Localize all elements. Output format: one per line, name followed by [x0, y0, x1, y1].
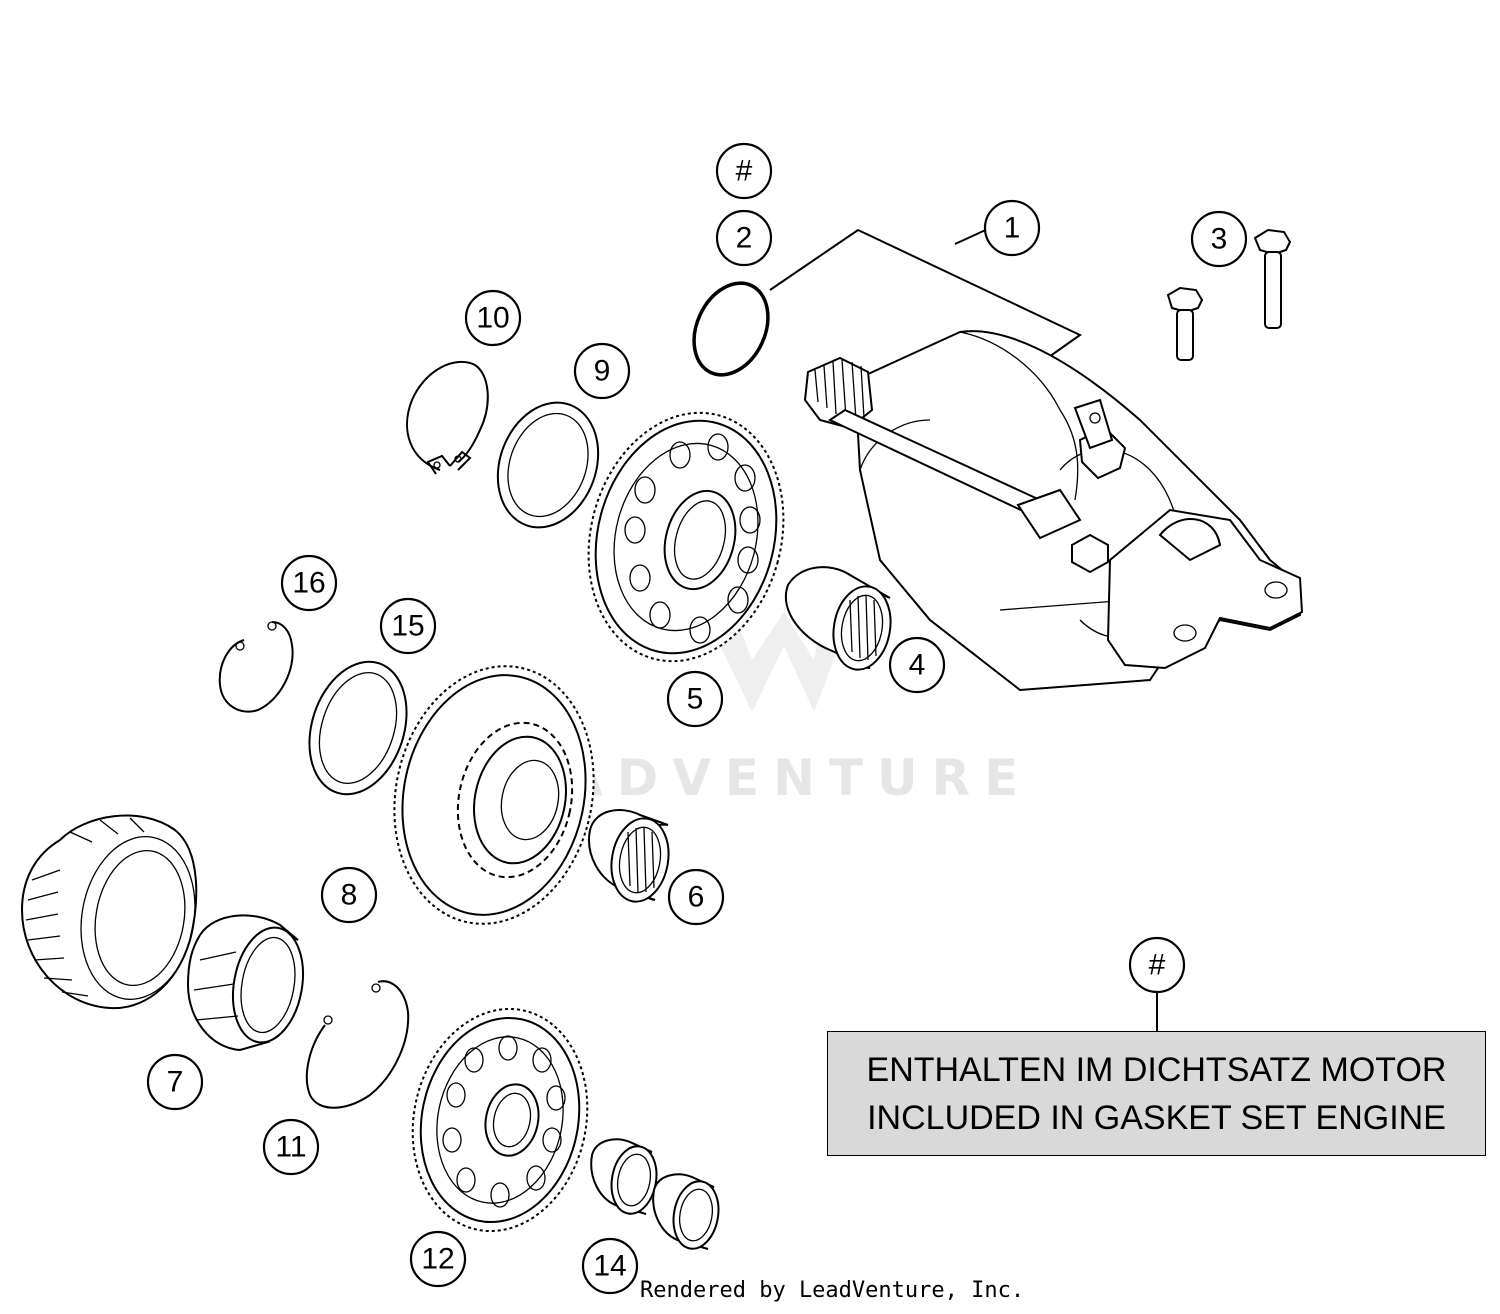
svg-text:11: 11: [275, 1131, 306, 1164]
callout-4: 4: [888, 636, 946, 694]
part-gear-5: [587, 411, 785, 663]
callout-15: 15: [379, 597, 437, 655]
callout-hash-note: #: [1128, 936, 1186, 994]
part-bolts: [1166, 228, 1292, 361]
callout-12: 12: [409, 1230, 467, 1288]
part-helical-gear: [20, 814, 198, 1010]
part-bearing-4: [785, 566, 892, 671]
part-circlip-11: [305, 980, 410, 1109]
svg-text:2: 2: [736, 222, 753, 255]
callout-9: 9: [573, 342, 631, 400]
callout-1: 1: [983, 199, 1041, 257]
svg-text:7: 7: [167, 1066, 184, 1099]
callout-8: 8: [320, 866, 378, 924]
part-starter-motor: [803, 330, 1304, 692]
svg-text:9: 9: [594, 355, 611, 388]
part-washer-15: [308, 660, 408, 796]
callout-5: 5: [666, 670, 724, 728]
callout-7: 7: [146, 1053, 204, 1111]
svg-text:10: 10: [476, 302, 509, 335]
svg-text:12: 12: [421, 1243, 454, 1276]
svg-text:16: 16: [292, 567, 325, 600]
part-o-ring: [692, 281, 770, 377]
part-gear-8: [393, 665, 595, 925]
svg-text:#: #: [736, 155, 753, 188]
render-credit: Rendered by LeadVenture, Inc.: [640, 1278, 1025, 1303]
part-circlip-16: [218, 621, 294, 713]
gasket-set-note: ENTHALTEN IM DICHTSATZ MOTOR INCLUDED IN…: [827, 1031, 1486, 1156]
callout-6: 6: [667, 868, 725, 926]
callout-10: 10: [464, 289, 522, 347]
part-gear-12: [411, 1007, 589, 1233]
svg-text:15: 15: [391, 610, 424, 643]
svg-text:1: 1: [1004, 212, 1021, 245]
svg-text:5: 5: [687, 683, 704, 716]
svg-text:3: 3: [1211, 223, 1228, 256]
part-circlip-10: [406, 360, 489, 475]
svg-text:4: 4: [909, 649, 926, 682]
callout-hash-top: #: [715, 142, 773, 200]
part-washer-9: [496, 401, 600, 529]
note-line-german: ENTHALTEN IM DICHTSATZ MOTOR: [866, 1050, 1447, 1089]
note-line-english: INCLUDED IN GASKET SET ENGINE: [867, 1098, 1446, 1137]
callout-2: 2: [715, 209, 773, 267]
svg-text:6: 6: [688, 881, 705, 914]
svg-text:8: 8: [341, 879, 358, 912]
callout-11: 11: [262, 1118, 320, 1176]
svg-text:#: #: [1149, 949, 1166, 982]
callout-14: 14: [581, 1237, 639, 1295]
callout-3: 3: [1190, 210, 1248, 268]
callout-16: 16: [280, 554, 338, 612]
svg-text:14: 14: [593, 1250, 626, 1283]
part-bearing-6: [588, 809, 670, 903]
part-sleeve-7: [186, 914, 304, 1052]
part-bearings-14: [590, 1138, 720, 1250]
